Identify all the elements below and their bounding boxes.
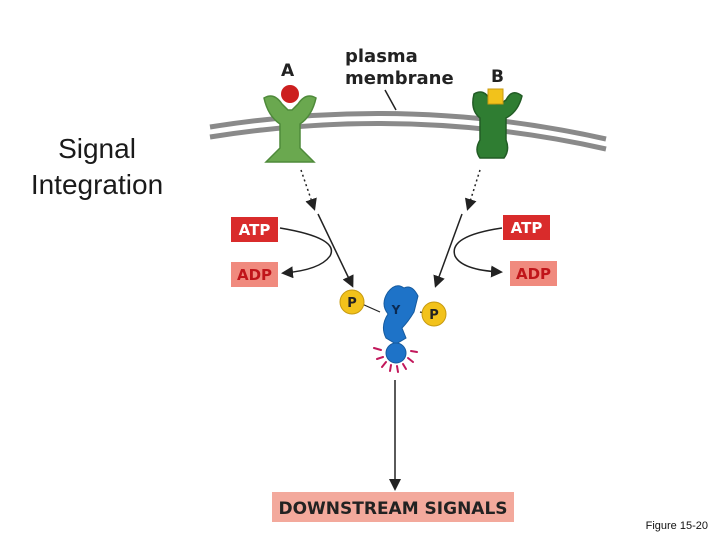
receptor-a-label: A [281,61,295,81]
right-atp-box [503,215,550,240]
ligand-b [487,88,504,105]
downstream-signals-box [272,492,514,522]
receptor-a [263,85,317,163]
protein-y-body [382,285,419,345]
glow-ray [396,365,399,373]
membrane-label-line-2: membrane [345,68,454,89]
glow-ray [381,361,387,368]
receptor-a-body [263,95,317,163]
downstream-signals-label: DOWNSTREAM SIGNALS [278,499,507,519]
left-adp-box [231,262,278,287]
title-line-1: Signal [58,133,136,164]
phosphate-right [421,301,447,327]
activation-glow [373,347,418,373]
receptor-b [472,88,523,159]
right-adp-box [510,261,557,286]
glow-ray [376,356,384,360]
figure-reference: Figure 15-20 [645,520,708,532]
left-kinase-arrow [317,213,354,288]
ligand-a [281,85,299,103]
membrane-label-line-1: plasma [345,46,418,67]
right-atp-adp-curve [453,227,503,278]
plasma-membrane [209,111,607,152]
protein-y-active-domain [385,342,407,364]
receptor-a-signal-arrow [300,169,317,211]
receptor-b-label: B [491,67,504,87]
right-adp-label: ADP [516,265,551,283]
glow-ray [402,363,407,370]
left-adp-label: ADP [237,266,272,284]
receptor-b-signal-arrow [464,169,481,211]
membrane-inner-layer [209,121,607,152]
protein-y: Y [382,285,419,364]
phosphate-left [339,289,365,315]
phosphate-left-label: P [347,296,357,311]
glow-ray [373,347,382,351]
left-atp-label: ATP [239,221,271,239]
membrane-outer-layer [209,111,607,142]
protein-y-label: Y [391,303,401,317]
right-atp-label: ATP [511,219,543,237]
phosphate-left-bond [361,303,381,313]
glow-ray [407,357,414,363]
title-line-2: Integration [30,169,164,200]
slide-title: Signal Integration [22,131,172,203]
glow-ray [389,364,392,372]
glow-ray [410,350,418,353]
left-atp-box [231,217,278,242]
membrane-label-pointer [384,89,397,111]
right-kinase-arrow [433,213,463,288]
left-atp-adp-curve [279,227,333,279]
phosphate-right-label: P [429,308,439,323]
